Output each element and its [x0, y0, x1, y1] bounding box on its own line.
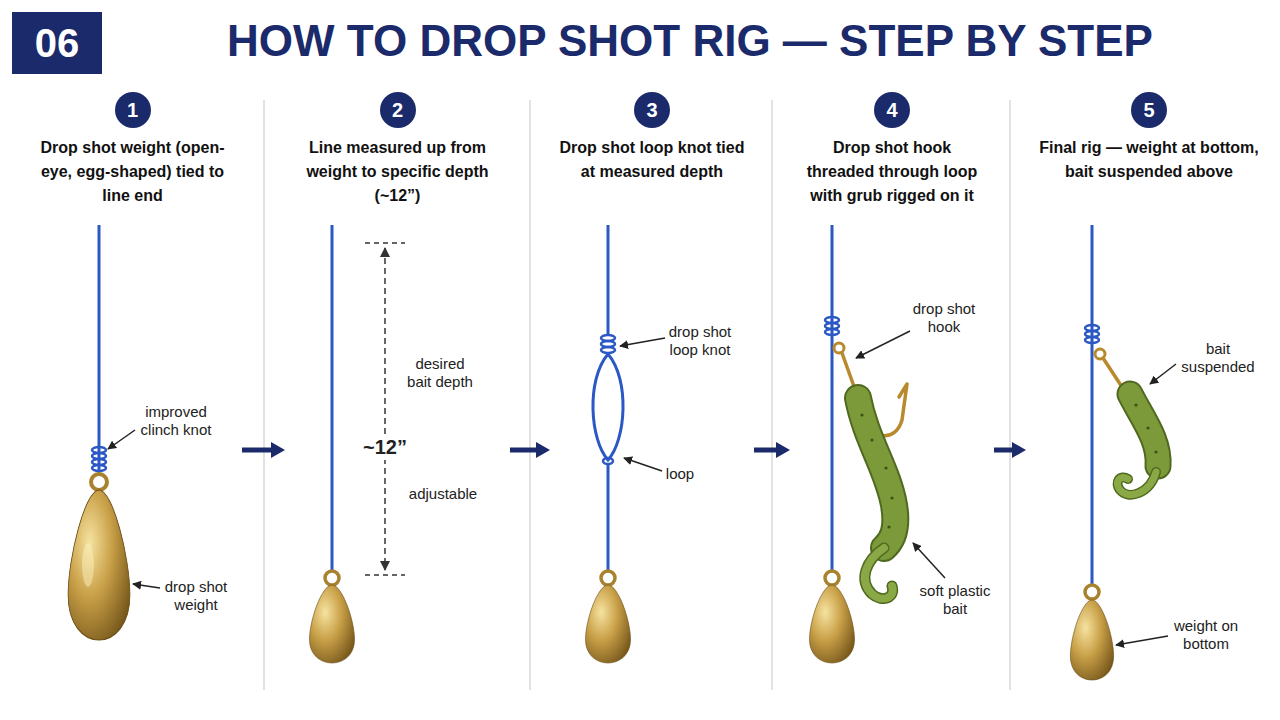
step-number-circle: 3 — [634, 92, 670, 128]
knot-coil — [1085, 337, 1099, 343]
step-caption: Line measured up from weight to specific… — [293, 136, 502, 208]
panel-divider — [529, 100, 530, 690]
step-number-circle: 2 — [380, 92, 416, 128]
step-panel: Line measured up from weight to specific… — [287, 90, 508, 690]
step-number-circle: 4 — [874, 92, 910, 128]
part-label: loop — [655, 465, 705, 483]
leader-line — [624, 458, 662, 471]
dimension-value: ~12” — [358, 434, 412, 460]
grub-speck — [887, 525, 890, 528]
page-title: HOW TO DROP SHOT RIG — STEP BY STEP — [227, 12, 1153, 70]
step-number: 4 — [886, 100, 897, 120]
weight-highlight — [82, 543, 94, 587]
weight-eye — [325, 571, 339, 585]
panel-divider — [263, 100, 264, 690]
grub-speck — [884, 466, 887, 469]
step-caption: Drop shot loop knot tied at measured dep… — [558, 136, 746, 184]
grub-body — [858, 398, 895, 548]
part-label: drop shot loop knot — [660, 323, 740, 359]
knot-coil — [92, 465, 106, 471]
step-caption: Drop shot hook threaded through loop wit… — [798, 136, 986, 208]
leader-line — [913, 543, 945, 578]
fishing-line — [331, 225, 334, 570]
leader-line — [856, 331, 910, 358]
grub-tail — [865, 548, 893, 599]
part-label: adjustable — [393, 485, 493, 503]
leader-line — [1150, 364, 1176, 384]
dimension-tick — [365, 574, 405, 576]
circle-fill — [634, 92, 670, 128]
grub-speck — [890, 496, 893, 499]
grub-speck — [860, 413, 863, 416]
grub-speck — [1134, 403, 1137, 406]
circle-fill — [874, 92, 910, 128]
weight-eye — [825, 571, 839, 585]
part-label: bait suspended — [1178, 340, 1258, 376]
step-number: 5 — [1143, 100, 1154, 120]
step-number: 3 — [646, 100, 657, 120]
flow-arrow — [242, 448, 272, 453]
part-label: weight on bottom — [1166, 617, 1246, 653]
grub-outline — [1130, 394, 1158, 466]
grub-tail-outline — [865, 548, 893, 599]
fishing-line — [607, 225, 610, 336]
step-caption: Final rig — weight at bottom, bait suspe… — [1034, 136, 1264, 184]
drop-shot-weight — [1070, 600, 1113, 680]
grub-tail — [1118, 472, 1156, 495]
step-panel: Drop shot loop knot tied at measured dep… — [552, 90, 752, 690]
flow-arrow — [510, 448, 537, 453]
grub-speck — [870, 438, 873, 441]
part-label: drop shot hook — [904, 300, 984, 336]
panel-divider — [1009, 100, 1010, 690]
circle-fill — [115, 92, 151, 128]
fishing-line — [607, 463, 610, 570]
drop-shot-weight — [810, 585, 855, 663]
grub-speck — [1154, 450, 1157, 453]
part-label: improved clinch knot — [131, 403, 221, 439]
section-number: 06 — [35, 23, 80, 63]
weight-eye — [91, 474, 107, 490]
step-caption: Drop shot weight (open-eye, egg-shaped) … — [31, 136, 234, 208]
part-label: soft plastic bait — [916, 582, 994, 618]
fishing-line — [1091, 225, 1094, 584]
step-number-circle: 1 — [115, 92, 151, 128]
circle-fill — [380, 92, 416, 128]
step-number: 2 — [392, 100, 403, 120]
grub-body — [1130, 394, 1158, 466]
step-panel: Final rig — weight at bottom, bait suspe… — [1028, 90, 1270, 690]
line-loop — [593, 354, 623, 460]
knot-coil — [825, 329, 839, 335]
section-badge: 06 — [12, 12, 102, 74]
dimension-tick — [365, 242, 405, 244]
grub-outline — [858, 398, 895, 548]
drop-shot-weight — [586, 585, 631, 663]
drop-shot-weight — [68, 490, 130, 640]
fishing-line — [98, 225, 101, 474]
panel-divider — [771, 100, 772, 690]
leader-line — [620, 338, 665, 346]
leader-line — [1116, 636, 1168, 645]
flow-arrow — [754, 448, 777, 453]
leader-line — [108, 430, 135, 449]
weight-eye — [1085, 585, 1099, 599]
grub-speck — [1146, 426, 1149, 429]
circle-fill — [1131, 92, 1167, 128]
step-number-circle: 5 — [1131, 92, 1167, 128]
weight-eye — [601, 571, 615, 585]
flow-arrow — [994, 448, 1013, 453]
step-number: 1 — [127, 100, 138, 120]
dimension-line — [384, 248, 386, 570]
grub-tail-outline — [1118, 472, 1156, 495]
part-label: desired bait depth — [404, 355, 476, 391]
fishing-line — [831, 225, 834, 570]
part-label: drop shot weight — [156, 578, 236, 614]
leader-line — [133, 584, 160, 588]
drop-shot-weight — [310, 585, 355, 663]
